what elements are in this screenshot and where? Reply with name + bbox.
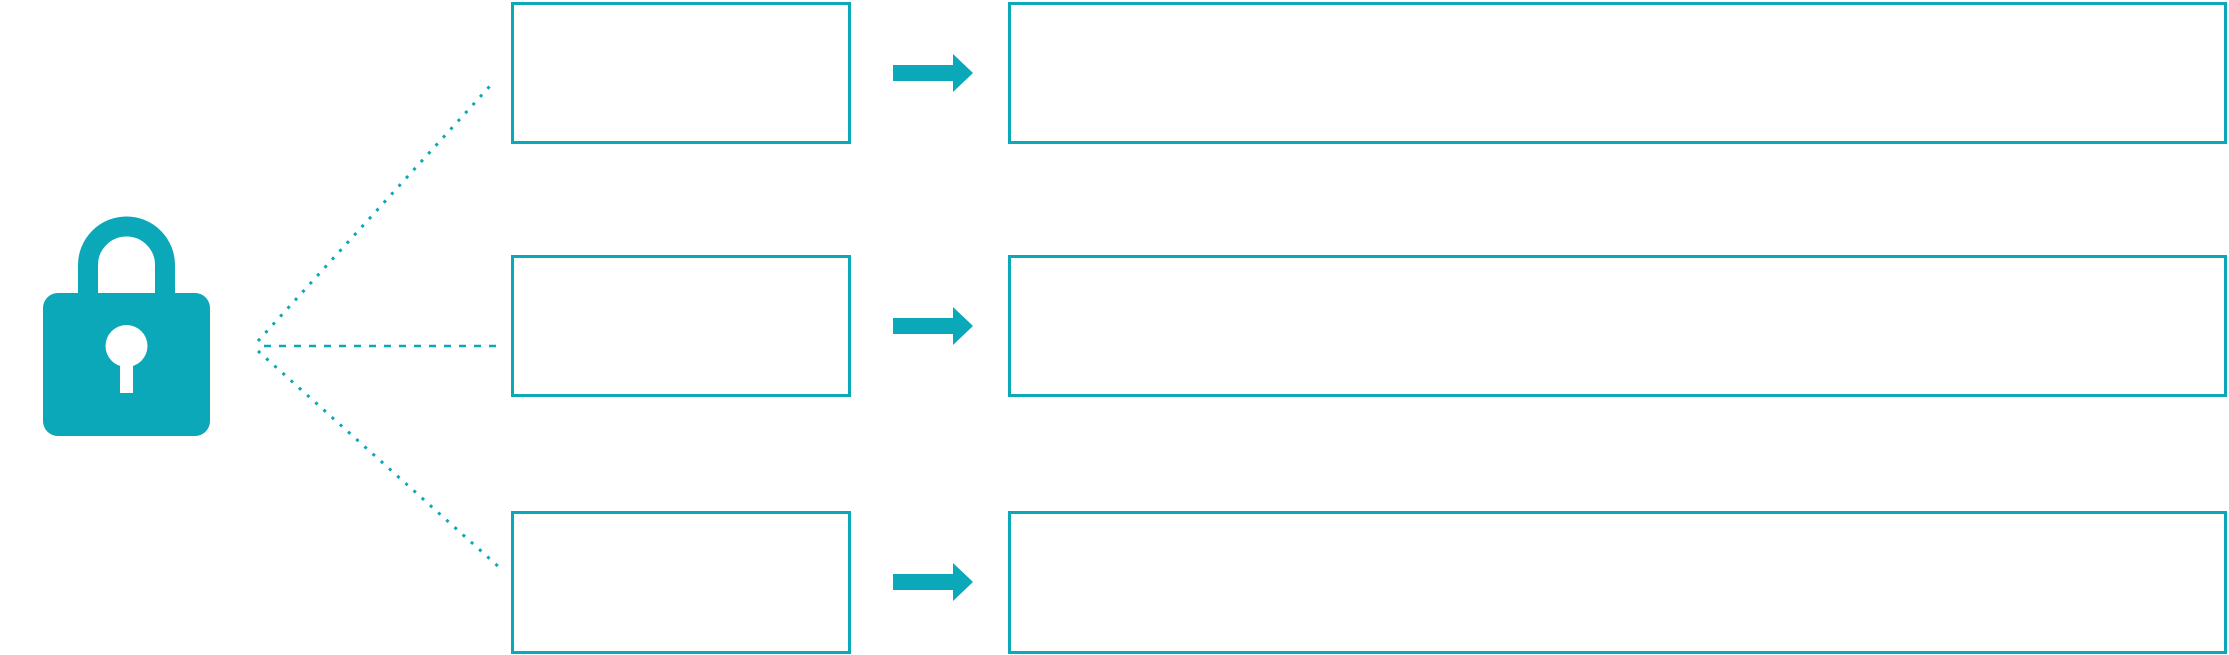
lock-icon: [43, 216, 210, 436]
source-box-3: [511, 511, 851, 654]
lock-keyhole-stem: [120, 346, 133, 393]
target-box-1: [1008, 2, 2227, 144]
right-arrow-icon: [893, 54, 973, 92]
right-arrow-icon: [893, 307, 973, 345]
dotted-connector-bottom: [256, 349, 502, 570]
dotted-connector-top: [256, 84, 492, 343]
lock-shackle: [78, 216, 175, 296]
source-box-2: [511, 255, 851, 397]
target-box-3: [1008, 511, 2227, 654]
right-arrow-icon: [893, 563, 973, 601]
dotted-connectors: [256, 84, 502, 570]
source-box-1: [511, 2, 851, 144]
target-box-2: [1008, 255, 2227, 397]
flow-arrows: [893, 54, 973, 601]
